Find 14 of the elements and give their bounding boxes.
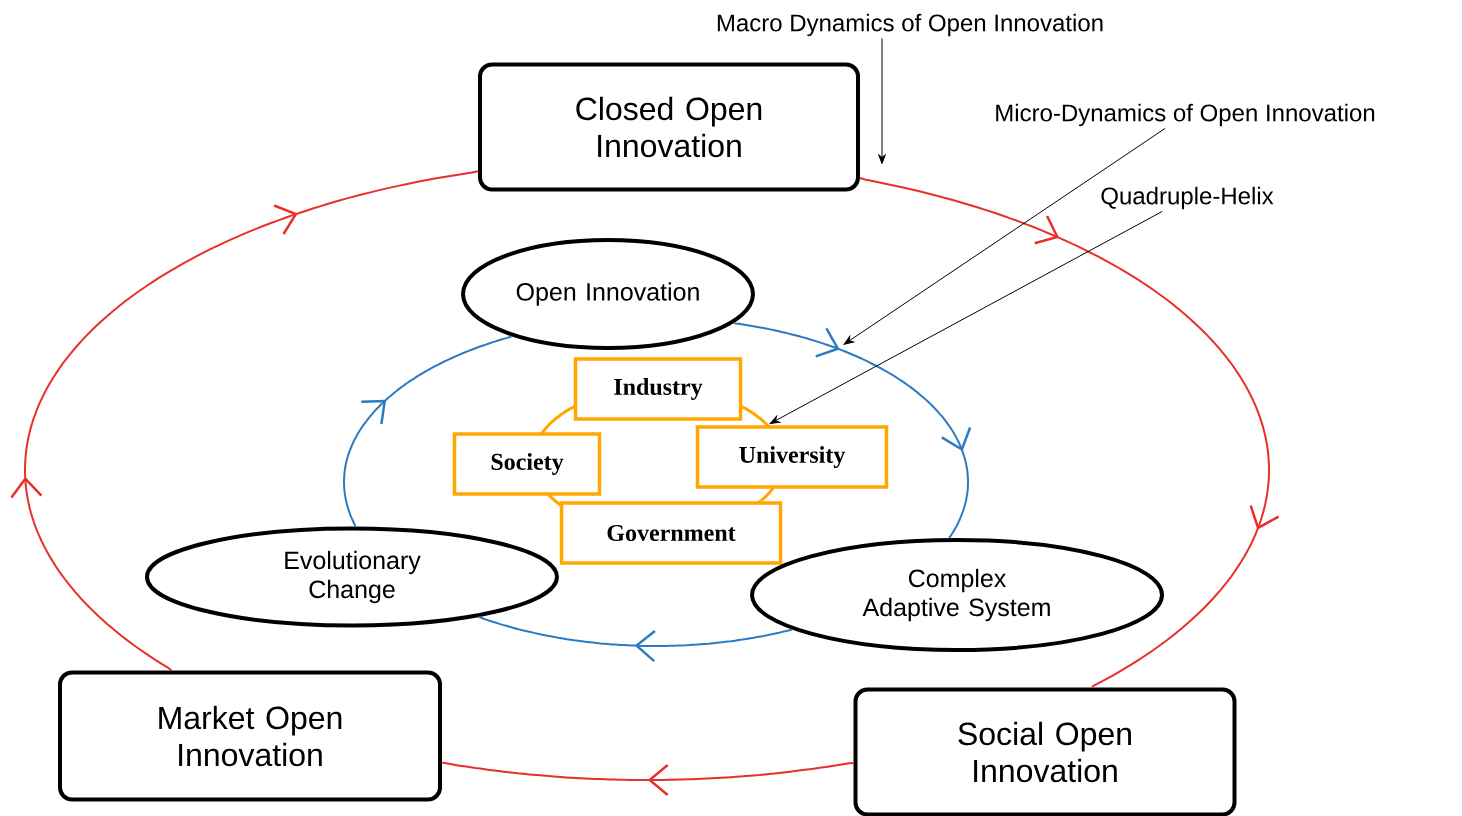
leader-line	[843, 127, 1166, 345]
helix-box: Industry	[573, 357, 743, 421]
process-box: Social Open Innovation	[853, 687, 1237, 816]
annotation-text: Micro-Dynamics of Open Innovation	[996, 103, 1375, 127]
process-box: Closed Open Innovation	[478, 62, 860, 192]
leader-line	[878, 37, 886, 165]
helix-box: Government	[559, 501, 783, 565]
annotation-text: Quadruple-Helix	[1101, 186, 1274, 210]
helix-box: University	[695, 425, 889, 489]
leader-line	[769, 210, 1163, 424]
annotation-text: Macro Dynamics of Open Innovation	[717, 13, 1103, 37]
helix-box: Society	[452, 432, 602, 496]
helix-arc	[740, 405, 770, 428]
process-box: Market Open Innovation	[58, 670, 442, 802]
